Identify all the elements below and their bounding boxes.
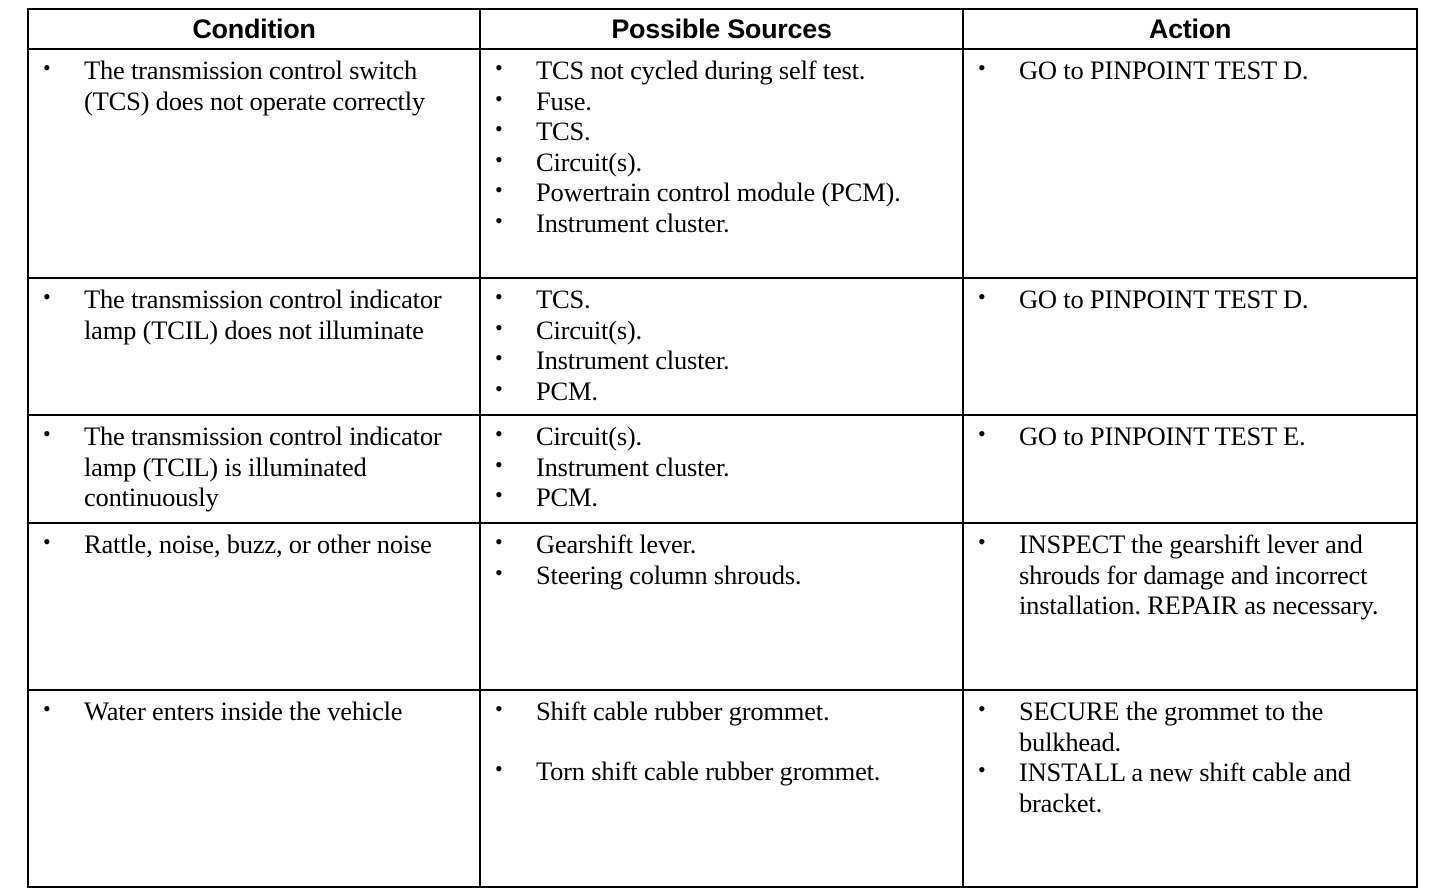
list-item: •The transmission control switch (TCS) d… <box>43 55 425 116</box>
condition-cell: •The transmission control switch (TCS) d… <box>27 48 481 279</box>
bullet-icon: • <box>495 529 503 554</box>
list-item: •Circuit(s). <box>495 314 642 345</box>
bullet-icon: • <box>495 559 503 585</box>
table-row: •The transmission control indicator lamp… <box>27 277 1418 416</box>
diagnosis-table-container: Condition Possible Sources Action •The t… <box>27 8 1418 888</box>
bullet-icon: • <box>43 55 51 80</box>
bullet-icon: • <box>43 696 51 721</box>
bullet-icon: • <box>43 529 51 554</box>
list-item: •Rattle, noise, buzz, or other noise <box>43 529 432 559</box>
list-item: •Circuit(s). <box>495 421 642 451</box>
list-item: •Steering column shrouds. <box>495 559 802 590</box>
condition-cell: •The transmission control indicator lamp… <box>27 277 481 416</box>
list-item: •GO to PINPOINT TEST E. <box>978 421 1306 451</box>
bullet-icon: • <box>43 284 51 309</box>
action-cell: •GO to PINPOINT TEST E. <box>962 414 1418 524</box>
bullet-icon: • <box>495 116 503 141</box>
bullet-icon: • <box>495 85 503 111</box>
table-row: •The transmission control indicator lamp… <box>27 414 1418 524</box>
list-item: •Instrument cluster. <box>495 451 730 482</box>
table-row: •The transmission control switch (TCS) d… <box>27 48 1418 279</box>
table-row: •Water enters inside the vehicle •Shift … <box>27 689 1418 888</box>
list-item: •GO to PINPOINT TEST D. <box>978 284 1309 314</box>
bullet-icon: • <box>495 314 503 340</box>
list-item: •PCM. <box>495 482 598 512</box>
bullet-icon: • <box>978 757 986 782</box>
sources-cell: •Gearshift lever. •Steering column shrou… <box>479 522 964 691</box>
bullet-icon: • <box>978 696 986 721</box>
symptom-chart-table: Condition Possible Sources Action •The t… <box>27 8 1418 888</box>
list-item: •INSTALL a new shift cable and bracket. <box>978 757 1351 818</box>
list-item: •TCS not cycled during self test. <box>495 55 866 85</box>
condition-cell: •The transmission control indicator lamp… <box>27 414 481 524</box>
list-item: •Fuse. <box>495 85 592 116</box>
bullet-icon: • <box>495 345 503 370</box>
bullet-icon: • <box>978 529 986 554</box>
list-item: •The transmission control indicator lamp… <box>43 421 442 512</box>
action-cell: •GO to PINPOINT TEST D. <box>962 277 1418 416</box>
list-item: •TCS. <box>495 116 591 146</box>
action-cell: •INSPECT the gearshift lever and shrouds… <box>962 522 1418 691</box>
bullet-icon: • <box>978 421 986 446</box>
bullet-icon: • <box>495 55 503 80</box>
list-item: •Instrument cluster. <box>495 207 730 238</box>
bullet-icon: • <box>495 177 503 202</box>
list-item: •The transmission control indicator lamp… <box>43 284 442 345</box>
list-item: •PCM. <box>495 375 598 406</box>
sources-cell: •TCS. •Circuit(s). •Instrument cluster. … <box>479 277 964 416</box>
header-condition: Condition <box>27 8 481 50</box>
sources-cell: •TCS not cycled during self test. •Fuse.… <box>479 48 964 279</box>
header-possible-sources: Possible Sources <box>479 8 964 50</box>
bullet-icon: • <box>495 284 503 309</box>
bullet-icon: • <box>978 284 986 309</box>
bullet-icon: • <box>495 375 503 401</box>
bullet-icon: • <box>495 451 503 477</box>
header-action: Action <box>962 8 1418 50</box>
list-item: •GO to PINPOINT TEST D. <box>978 55 1309 85</box>
condition-cell: •Water enters inside the vehicle <box>27 689 481 888</box>
list-item: •Instrument cluster. <box>495 345 730 375</box>
bullet-icon: • <box>43 421 51 446</box>
sources-cell: •Shift cable rubber grommet. •Torn shift… <box>479 689 964 888</box>
list-item: •Shift cable rubber grommet. <box>495 696 830 726</box>
bullet-icon: • <box>978 55 986 80</box>
list-item: •SECURE the grommet to the bulkhead. <box>978 696 1324 757</box>
list-item: •TCS. <box>495 284 591 314</box>
action-cell: •SECURE the grommet to the bulkhead. •IN… <box>962 689 1418 888</box>
list-item: •Gearshift lever. <box>495 529 697 559</box>
condition-cell: •Rattle, noise, buzz, or other noise <box>27 522 481 691</box>
action-cell: •GO to PINPOINT TEST D. <box>962 48 1418 279</box>
bullet-icon: • <box>495 696 503 721</box>
sources-cell: •Circuit(s). •Instrument cluster. •PCM. <box>479 414 964 524</box>
bullet-icon: • <box>495 146 503 172</box>
bullet-icon: • <box>495 207 503 233</box>
table-row: •Rattle, noise, buzz, or other noise •Ge… <box>27 522 1418 691</box>
bullet-icon: • <box>495 755 503 781</box>
list-item: •Water enters inside the vehicle <box>43 696 403 726</box>
table-header-row: Condition Possible Sources Action <box>27 8 1418 50</box>
list-item: •INSPECT the gearshift lever and shrouds… <box>978 529 1379 620</box>
bullet-icon: • <box>495 421 503 446</box>
list-item: •Circuit(s). <box>495 146 642 177</box>
list-item: •Powertrain control module (PCM). <box>495 177 901 207</box>
bullet-icon: • <box>495 482 503 507</box>
list-item: •Torn shift cable rubber grommet. <box>495 755 881 786</box>
